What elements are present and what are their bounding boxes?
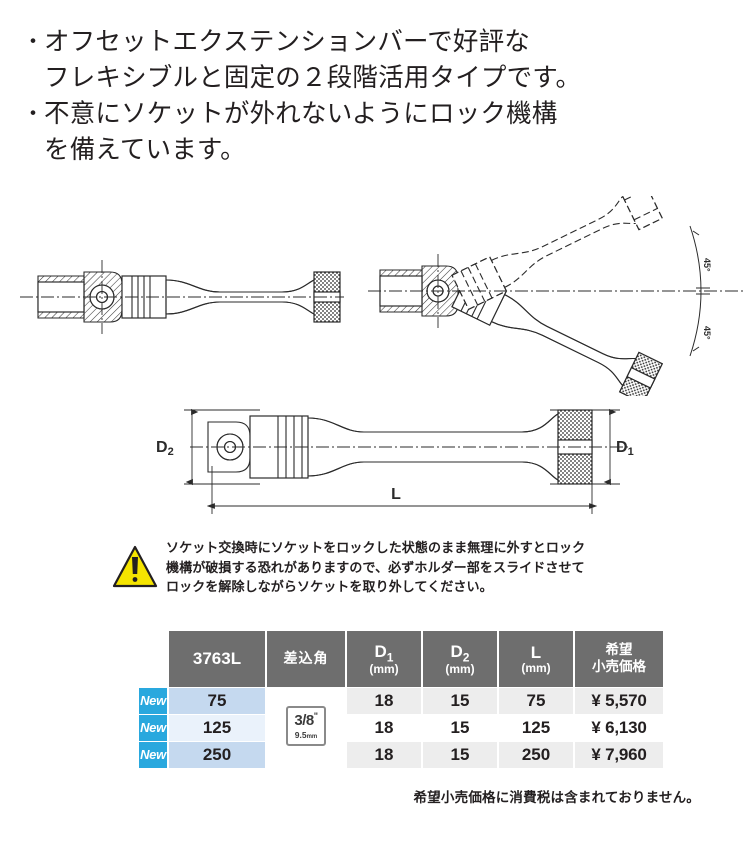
tax-footnote: 希望小売価格に消費税は含まれておりません。 <box>413 790 700 805</box>
new-badge-wrapper: New <box>139 715 167 741</box>
column-header-d2-label: D <box>450 641 463 661</box>
drive-size-metric: 9.5mm <box>294 729 318 740</box>
new-badge-wrapper: New <box>139 688 167 714</box>
feature-text-line: フレキシブルと固定の２段階活用タイプです。 <box>44 64 582 92</box>
cell-model: 75 <box>169 688 265 714</box>
feature-text-line: オフセットエクステンションバーで好評な <box>44 28 531 56</box>
caution-note: ソケット交換時にソケットをロックした状態のまま無理に外すとロック 機構が破損する… <box>112 538 682 597</box>
cell-d2: 15 <box>423 742 497 768</box>
cell-price: ¥ 7,960 <box>575 742 663 768</box>
table-row[interactable]: 250 18 15 250 ¥ 7,960 <box>169 742 663 768</box>
spec-table-container: 3763L 差込角 D1 (mm) D2 (mm) L (mm) <box>139 630 663 769</box>
feature-list: ・ オフセットエクステンションバーで好評な フレキシブルと固定の２段階活用タイプ… <box>22 24 732 168</box>
table-row[interactable]: 75 3/8" 9.5mm 18 15 75 ¥ 5,570 <box>169 688 663 768</box>
flex-range-drawing: 45° 45° <box>368 177 746 405</box>
column-header-length-unit: (mm) <box>521 660 551 675</box>
bullet-marker: ・ <box>22 29 45 54</box>
dimension-label-d2: D2 <box>156 439 174 458</box>
feature-item: ・ オフセットエクステンションバーで好評な <box>22 24 732 60</box>
straight-assembly-drawing <box>14 242 344 357</box>
feature-item-continuation: フレキシブルと固定の２段階活用タイプです。 <box>22 60 732 96</box>
bullet-marker: ・ <box>22 101 45 126</box>
warning-triangle-icon <box>112 544 158 590</box>
column-header-d1: D1 (mm) <box>347 631 421 687</box>
flex-angle-lower-label: 45° <box>702 326 712 340</box>
table-header-row: 3763L 差込角 D1 (mm) D2 (mm) L (mm) <box>169 631 663 687</box>
technical-drawings: 45° 45° <box>0 177 746 526</box>
column-header-price-line2: 小売価格 <box>592 659 646 674</box>
column-header-d1-label: D <box>374 641 387 661</box>
feature-item-continuation: を備えています。 <box>22 132 732 168</box>
column-header-drive-label: 差込角 <box>283 650 329 667</box>
new-badge: New <box>139 715 167 741</box>
column-header-d1-subscript: 1 <box>386 649 394 664</box>
caution-line: 機構が破損する恐れがありますので、必ずホルダー部をスライドさせて <box>166 559 585 575</box>
cell-model: 250 <box>169 742 265 768</box>
new-badge-wrapper: New <box>139 742 167 768</box>
flex-angle-upper-label: 45° <box>702 258 712 272</box>
caution-line: ソケット交換時にソケットをロックした状態のまま無理に外すとロック <box>166 540 586 555</box>
dimension-label-l: L <box>391 486 401 503</box>
cell-d2: 15 <box>423 688 497 714</box>
cell-drive-size: 3/8" 9.5mm <box>267 688 345 768</box>
column-header-price-line1: 希望 <box>605 642 633 658</box>
column-header-price: 希望 小売価格 <box>575 631 663 687</box>
feature-text-line: を備えています。 <box>44 136 246 164</box>
drive-size-badge: 3/8" 9.5mm <box>286 705 326 746</box>
column-header-d1-unit: (mm) <box>369 661 399 676</box>
feature-text-line: 不意にソケットが外れないようにロック機構 <box>44 100 558 128</box>
feature-item: ・ 不意にソケットが外れないようにロック機構 <box>22 96 732 132</box>
cell-length: 125 <box>499 715 573 741</box>
cell-d2: 15 <box>423 715 497 741</box>
caution-text: ソケット交換時にソケットをロックした状態のまま無理に外すとロック 機構が破損する… <box>166 538 682 597</box>
dimensioned-drawing: D2 D1 L <box>150 392 640 522</box>
table-row[interactable]: 125 18 15 125 ¥ 6,130 <box>169 715 663 741</box>
new-badge: New <box>139 688 167 714</box>
cell-price: ¥ 5,570 <box>575 688 663 714</box>
column-header-model-label: 3763L <box>192 649 242 669</box>
column-header-d2-unit: (mm) <box>445 661 475 676</box>
new-badge: New <box>139 742 167 768</box>
cell-model: 125 <box>169 715 265 741</box>
column-header-d2-subscript: 2 <box>462 649 470 664</box>
drive-size-fraction: 3/8" <box>294 710 318 729</box>
column-header-d2: D2 (mm) <box>423 631 497 687</box>
cell-price: ¥ 6,130 <box>575 715 663 741</box>
column-header-length: L (mm) <box>499 631 573 687</box>
cell-length: 250 <box>499 742 573 768</box>
dimension-label-d1: D1 <box>616 439 634 458</box>
cell-d1: 18 <box>347 715 421 741</box>
cell-length: 75 <box>499 688 573 714</box>
column-header-length-label: L <box>530 642 542 662</box>
cell-d1: 18 <box>347 742 421 768</box>
column-header-model: 3763L <box>169 631 265 687</box>
spec-table: 3763L 差込角 D1 (mm) D2 (mm) L (mm) <box>167 630 665 769</box>
column-header-drive: 差込角 <box>267 631 345 687</box>
cell-d1: 18 <box>347 688 421 714</box>
caution-line: ロックを解除しながらソケットを取り外してください。 <box>166 579 493 594</box>
